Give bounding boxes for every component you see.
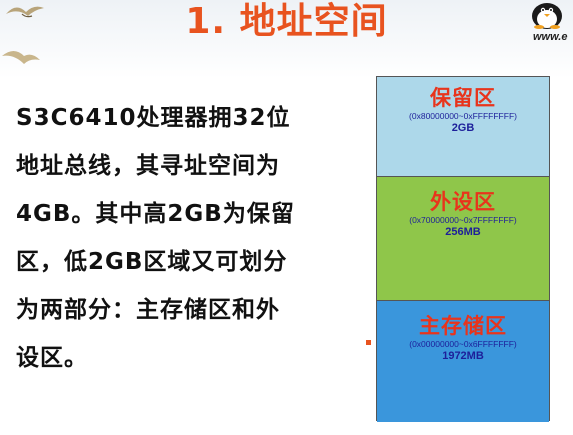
region-size: 2GB	[451, 122, 475, 134]
region-name: 主存储区	[419, 314, 507, 338]
body-line: 为两部分：主存储区和外	[16, 297, 280, 323]
body-line: 4GB。其中高2GB为保留	[16, 201, 295, 227]
site-url: www.e	[533, 31, 568, 43]
body-paragraph: S3C6410处理器拥32位 地址总线，其寻址空间为 4GB。其中高2GB为保留…	[16, 94, 346, 382]
body-line: 设区。	[16, 345, 88, 371]
memory-map: 保留区 (0x80000000~0xFFFFFFFF) 2GB 外设区 (0x7…	[376, 76, 550, 422]
region-address-range: (0x80000000~0xFFFFFFFF)	[409, 111, 517, 121]
seagull-icon	[2, 51, 40, 64]
memory-region-reserved: 保留区 (0x80000000~0xFFFFFFFF) 2GB	[377, 77, 549, 177]
region-size: 256MB	[445, 226, 481, 238]
memory-region-main-storage: 主存储区 (0x00000000~0x6FFFFFFF) 1972MB	[377, 301, 549, 422]
memory-region-peripheral: 外设区 (0x70000000~0x7FFFFFFF) 256MB	[377, 177, 549, 301]
body-line: 区，低2GB区域又可划分	[16, 249, 288, 275]
region-address-range: (0x00000000~0x6FFFFFFF)	[409, 339, 517, 349]
slide-title: 1. 地址空间	[185, 1, 388, 42]
region-name: 外设区	[430, 190, 496, 214]
region-name: 保留区	[430, 86, 496, 110]
bullet-marker	[366, 340, 371, 345]
body-line: S3C6410处理器拥32位	[16, 105, 291, 131]
region-size: 1972MB	[442, 350, 484, 362]
seagull-icon	[6, 6, 44, 18]
region-address-range: (0x70000000~0x7FFFFFFF)	[409, 215, 517, 225]
body-line: 地址总线，其寻址空间为	[16, 153, 280, 179]
penguin-icon	[532, 3, 562, 29]
